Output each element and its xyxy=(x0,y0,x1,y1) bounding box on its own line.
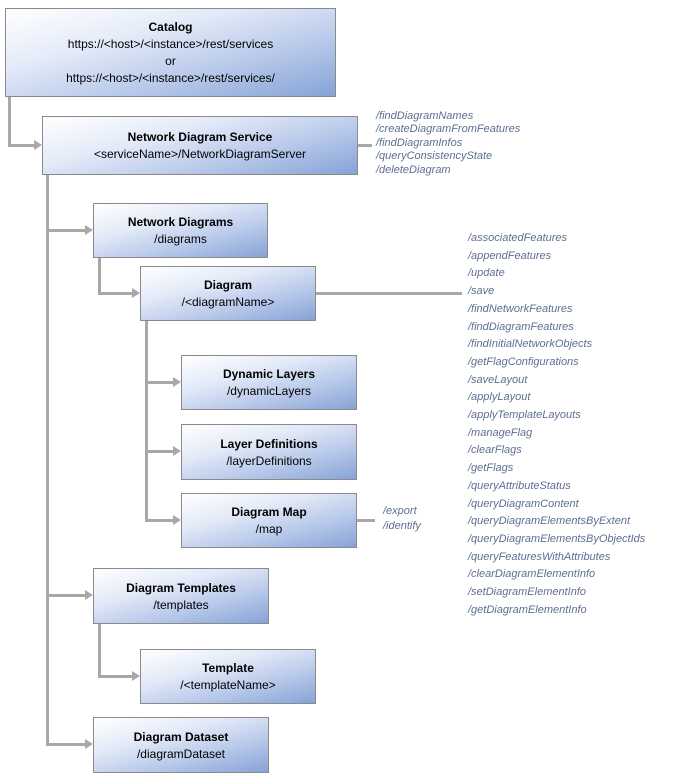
catalog-title: Catalog xyxy=(148,20,193,34)
operation-link: /clearDiagramElementInfo xyxy=(468,568,596,581)
catalog-box: Catalog https://<host>/<instance>/rest/s… xyxy=(5,8,336,97)
dynamic-layers-title: Dynamic Layers xyxy=(222,367,316,381)
connector-line xyxy=(357,519,375,522)
connector-line xyxy=(46,594,85,597)
operation-link: /queryAttributeStatus xyxy=(468,479,571,492)
layer-definitions-box: Layer Definitions /layerDefinitions xyxy=(181,424,357,480)
connector-line xyxy=(145,519,173,522)
template-url: /<templateName> xyxy=(180,678,276,692)
arrowhead xyxy=(34,140,42,150)
connector-line xyxy=(98,675,132,678)
connector-line xyxy=(46,743,85,746)
diagram-title: Diagram xyxy=(203,278,253,292)
connector-line xyxy=(8,97,11,147)
diagram-dataset-url: /diagramDataset xyxy=(136,746,226,761)
catalog-url-1: https://<host>/<instance>/rest/services xyxy=(67,37,274,51)
diagram-dataset-box: Diagram Dataset /diagramDataset xyxy=(93,717,269,773)
operation-link: /queryDiagramElementsByObjectIds xyxy=(468,532,646,545)
operation-link: /findDiagramFeatures xyxy=(468,320,574,333)
operation-link: /saveLayout xyxy=(468,373,528,386)
service-url: <serviceName>/NetworkDiagramServer xyxy=(93,147,307,161)
diagram-map-operations-list: /export/identify xyxy=(383,504,421,534)
diagram-map-url: /map xyxy=(255,522,283,536)
operation-link: /findInitialNetworkObjects xyxy=(468,338,593,351)
operation-link: /findDiagramInfos xyxy=(376,136,463,149)
arrowhead xyxy=(173,377,181,387)
connector-line xyxy=(145,321,148,522)
template-title: Template xyxy=(202,661,254,675)
connector-line xyxy=(145,450,173,453)
arrowhead xyxy=(173,515,181,525)
arrowhead xyxy=(85,590,93,600)
operation-link: /manageFlag xyxy=(468,426,533,439)
diagram-map-title: Diagram Map xyxy=(231,505,307,519)
operation-link: /getDiagramElementInfo xyxy=(468,603,587,616)
arrowhead xyxy=(85,739,93,749)
diagram-templates-title: Diagram Templates xyxy=(126,580,236,595)
arrowhead xyxy=(132,671,140,681)
operation-link: /setDiagramElementInfo xyxy=(468,586,586,599)
diagrams-url: /diagrams xyxy=(154,232,207,246)
operation-link: /queryConsistencyState xyxy=(376,150,493,163)
operation-link: /appendFeatures xyxy=(468,249,552,262)
arrowhead xyxy=(132,288,140,298)
operation-link: /applyTemplateLayouts xyxy=(468,409,581,422)
network-diagrams-box: Network Diagrams /diagrams xyxy=(93,203,268,258)
connector-line xyxy=(98,624,101,678)
layer-definitions-title: Layer Definitions xyxy=(220,436,318,451)
connector-line xyxy=(46,229,85,232)
template-box: Template /<templateName> xyxy=(140,649,316,704)
operation-link: /getFlagConfigurations xyxy=(468,355,579,368)
arrowhead xyxy=(85,225,93,235)
operation-link: /export xyxy=(383,505,417,517)
diagram-url: /<diagramName> xyxy=(181,295,275,309)
catalog-or-label: or xyxy=(165,54,176,68)
operation-link: /createDiagramFromFeatures xyxy=(376,123,521,136)
arrowhead xyxy=(173,446,181,456)
operation-link: /queryFeaturesWithAttributes xyxy=(468,550,611,563)
service-operations-list: /findDiagramNames/createDiagramFromFeatu… xyxy=(376,110,520,177)
connector-line xyxy=(46,175,49,746)
operation-link: /queryDiagramContent xyxy=(468,497,579,510)
service-title: Network Diagram Service xyxy=(127,130,273,144)
diagrams-title: Network Diagrams xyxy=(127,215,234,229)
diagram-templates-url: /templates xyxy=(153,597,209,612)
operation-link: /deleteDiagram xyxy=(376,163,451,176)
operation-link: /getFlags xyxy=(468,462,514,475)
diagram-operations-list: /associatedFeatures/appendFeatures/updat… xyxy=(468,230,645,619)
operation-link: /save xyxy=(468,285,495,298)
operation-link: /findNetworkFeatures xyxy=(468,302,573,315)
connector-line xyxy=(98,258,101,295)
operation-link: /update xyxy=(468,267,505,280)
diagram-box: Diagram /<diagramName> xyxy=(140,266,316,321)
diagram-dataset-title: Diagram Dataset xyxy=(133,729,229,744)
operation-link: /queryDiagramElementsByExtent xyxy=(468,515,631,528)
diagram-templates-box: Diagram Templates /templates xyxy=(93,568,269,624)
catalog-url-2: https://<host>/<instance>/rest/services/ xyxy=(66,71,275,85)
connector-line xyxy=(8,144,34,147)
layer-definitions-url: /layerDefinitions xyxy=(226,453,312,468)
operation-link: /associatedFeatures xyxy=(468,232,568,244)
connector-line xyxy=(98,292,132,295)
connector-line xyxy=(358,144,372,147)
operation-link: /identify xyxy=(383,520,421,532)
network-diagram-service-box: Network Diagram Service <serviceName>/Ne… xyxy=(42,116,358,175)
dynamic-layers-url: /dynamicLayers xyxy=(226,384,312,398)
connector-line xyxy=(316,292,462,295)
diagram-map-box: Diagram Map /map xyxy=(181,493,357,548)
connector-line xyxy=(145,381,173,384)
operation-link: /applyLayout xyxy=(468,391,531,404)
operation-link: /clearFlags xyxy=(468,444,522,457)
dynamic-layers-box: Dynamic Layers /dynamicLayers xyxy=(181,355,357,410)
operation-link: /findDiagramNames xyxy=(376,110,474,122)
